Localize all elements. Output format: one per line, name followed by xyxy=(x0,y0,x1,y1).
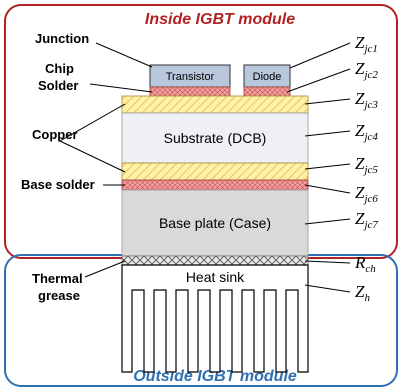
leader-thermal-grease xyxy=(84,260,126,278)
impedance-label: Zjc1 xyxy=(355,33,378,55)
diode-label: Diode xyxy=(253,71,282,83)
leader-junction xyxy=(95,42,153,68)
inside-module-title: Inside IGBT module xyxy=(145,11,295,28)
heatsink-fins-icon xyxy=(121,264,309,373)
leader-z-1 xyxy=(286,68,351,93)
leader-z-2 xyxy=(304,98,351,105)
impedance-label: Zjc2 xyxy=(355,59,378,81)
leader-copper-bottom xyxy=(59,140,126,173)
base-plate-label: Base plate (Case) xyxy=(159,215,271,231)
label-thermal: Thermal xyxy=(32,271,83,286)
leader-copper-top xyxy=(59,103,126,142)
chip-solder-diode xyxy=(243,86,291,97)
leader-z-6 xyxy=(304,218,351,225)
leader-z-3 xyxy=(304,130,351,137)
impedance-label: Zjc6 xyxy=(355,183,378,205)
leader-z-7 xyxy=(304,260,351,264)
leader-z-5 xyxy=(304,184,351,194)
substrate-layer xyxy=(121,112,309,164)
label-base-solder: Base solder xyxy=(21,177,95,192)
impedance-label: Zjc3 xyxy=(355,89,378,111)
label-solder: Solder xyxy=(38,78,78,93)
leader-z-4 xyxy=(304,163,351,170)
leader-z-8 xyxy=(304,284,351,293)
label-grease: grease xyxy=(38,288,80,303)
base-plate-layer xyxy=(121,189,309,257)
impedance-label: Zjc4 xyxy=(355,121,378,143)
copper-bottom-layer xyxy=(121,162,309,181)
leader-z-0 xyxy=(289,42,351,69)
transistor-label: Transistor xyxy=(166,71,215,83)
impedance-label: Zjc7 xyxy=(355,209,378,231)
impedance-label: Zjc5 xyxy=(355,154,378,176)
copper-top-layer xyxy=(121,95,309,114)
label-junction: Junction xyxy=(35,31,89,46)
leader-chip-solder xyxy=(89,83,153,93)
impedance-label: Rch xyxy=(354,253,376,275)
substrate-label: Substrate (DCB) xyxy=(164,130,267,146)
label-copper: Copper xyxy=(32,127,78,142)
chip-solder-transistor xyxy=(149,86,231,97)
base-solder-layer xyxy=(121,179,309,191)
label-chip: Chip xyxy=(45,61,74,76)
heat-sink-label: Heat sink xyxy=(186,269,245,285)
thermal-grease-layer xyxy=(121,255,309,266)
impedance-label: Zh xyxy=(355,282,370,304)
